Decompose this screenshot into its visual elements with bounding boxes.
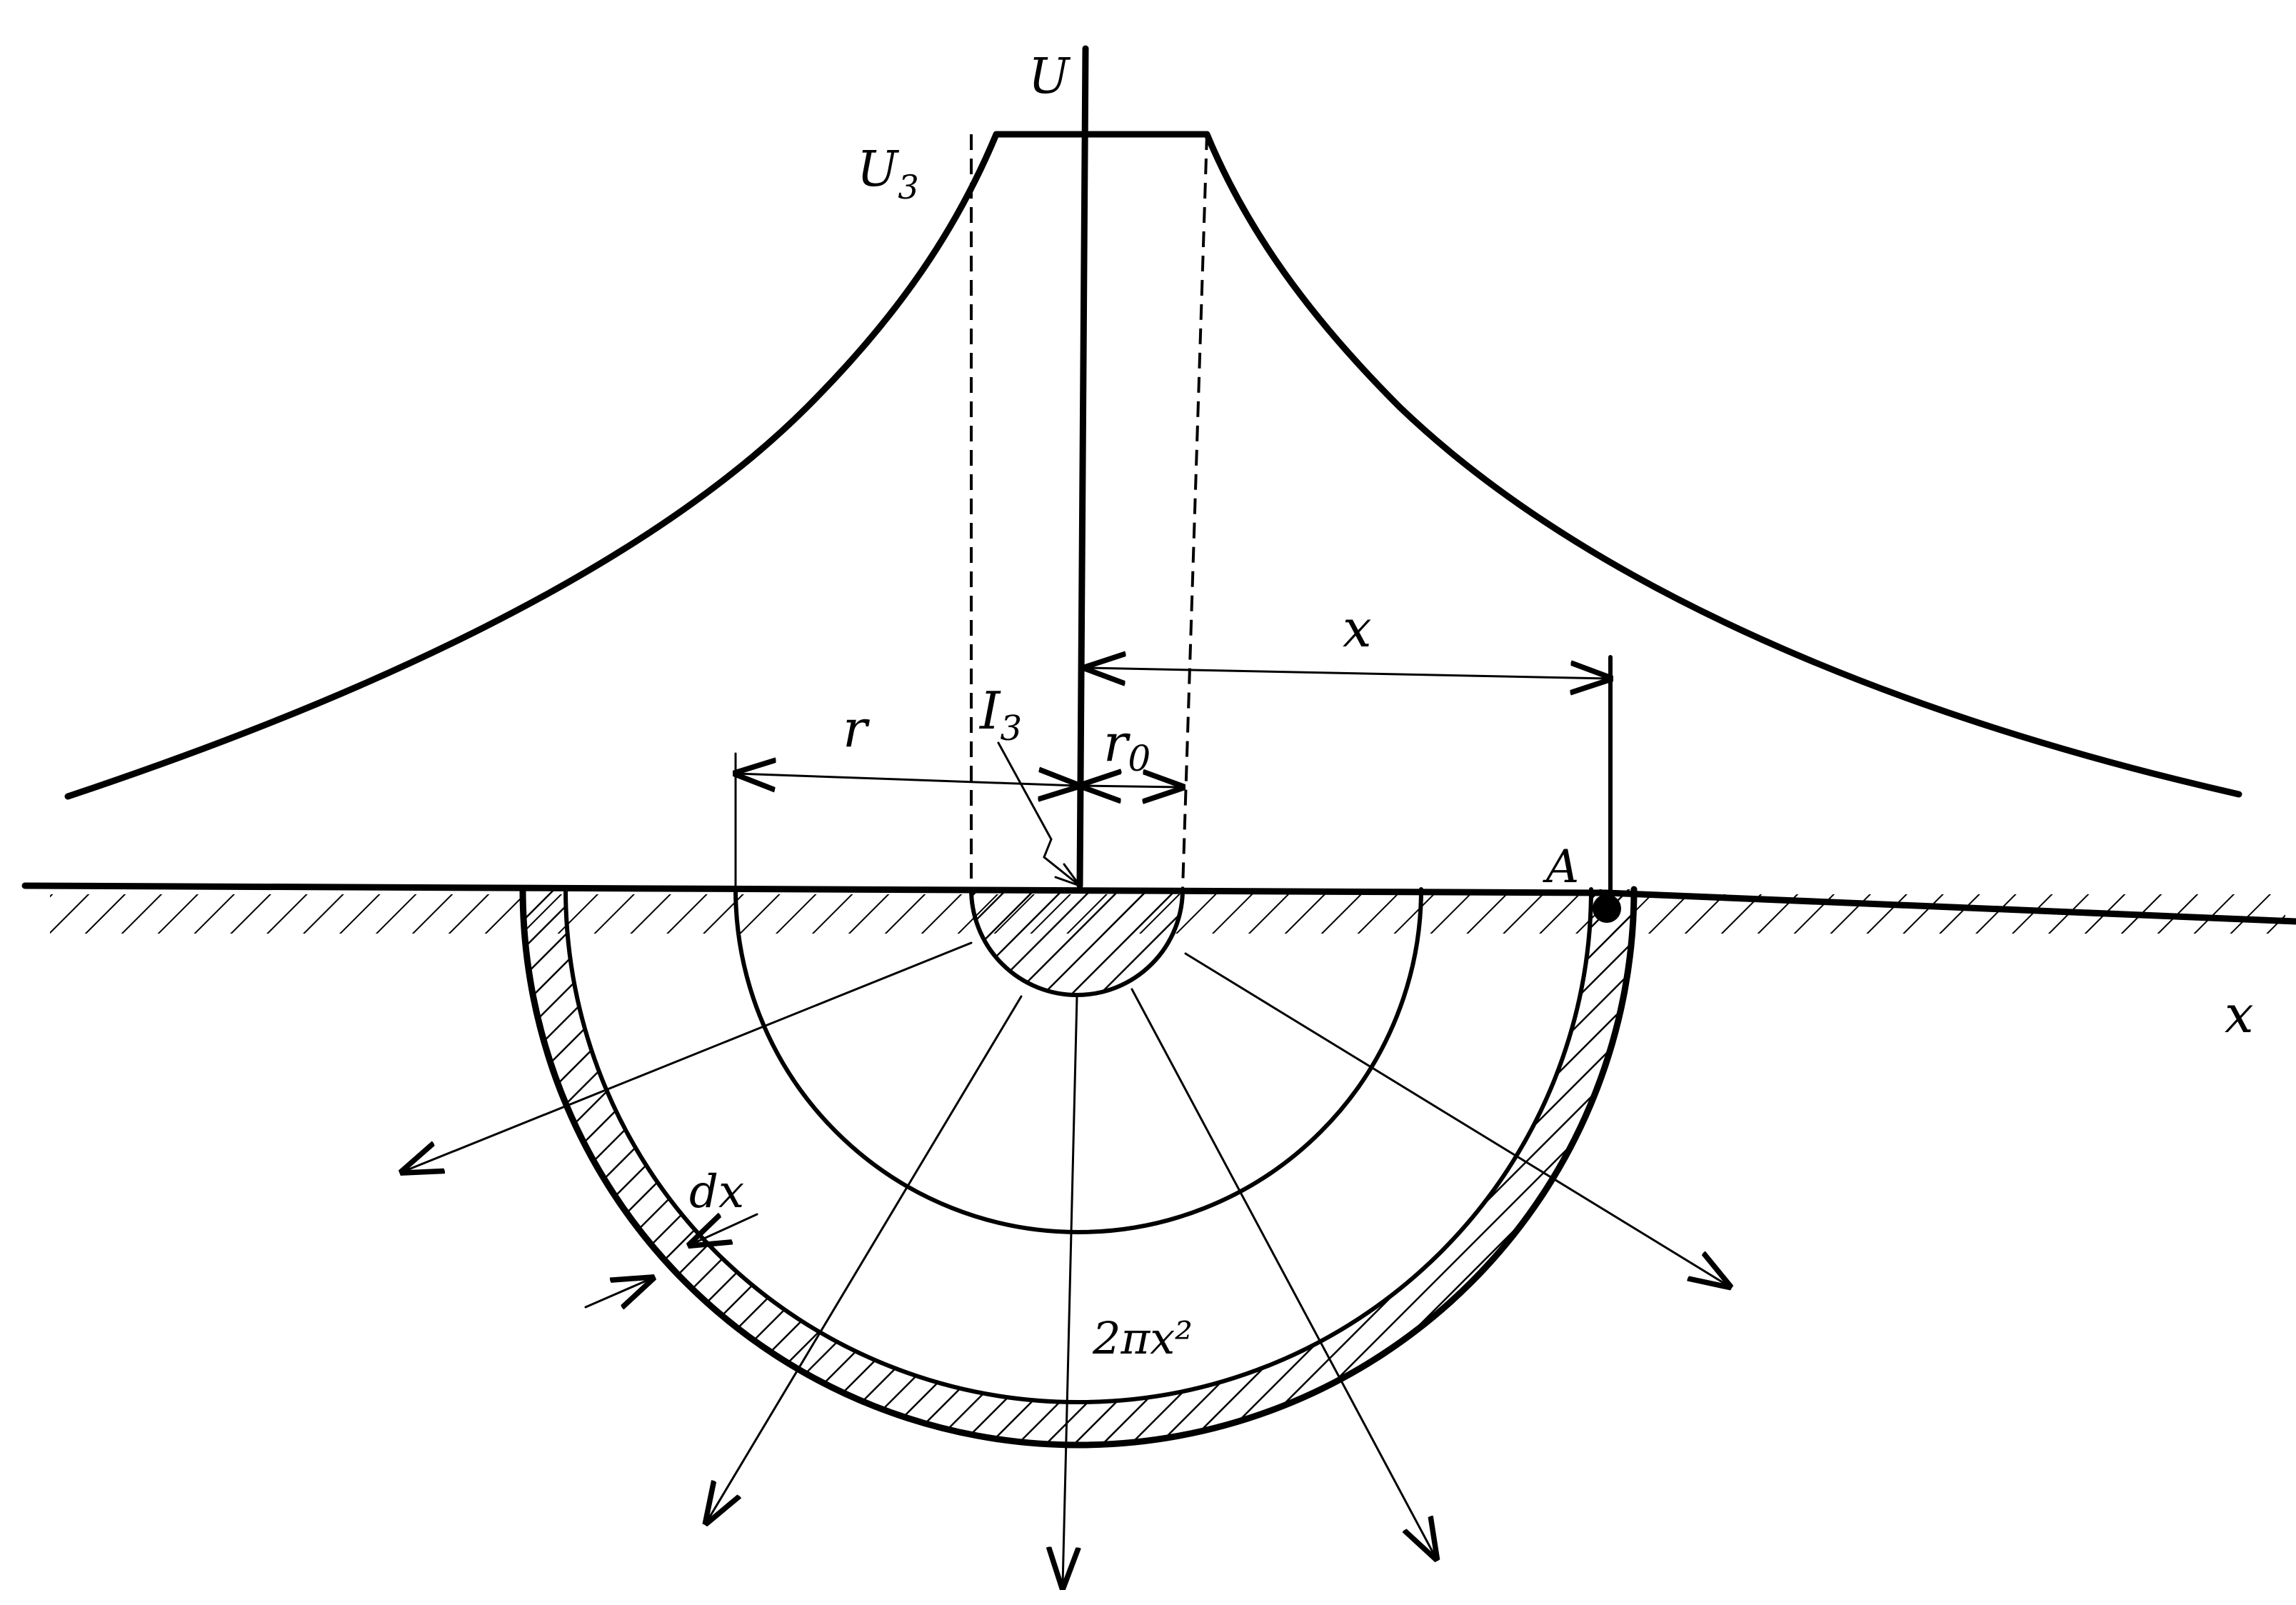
shell-thickness-label: dx — [689, 1166, 744, 1219]
dashed-right-r0 — [1181, 134, 1208, 890]
point-a-marker — [1593, 894, 1621, 923]
x-axis-label: x — [2225, 984, 2254, 1044]
current-lightning-arrow — [997, 741, 1081, 887]
dx-arrow-outer — [584, 1279, 651, 1307]
current-flow-lines — [403, 941, 1728, 1586]
radius-r-label: r — [843, 699, 870, 759]
point-a-label: A — [1543, 841, 1579, 894]
current-label: I3 — [978, 681, 1022, 749]
u-axis — [1076, 45, 1089, 889]
hemisphere-r — [733, 887, 1423, 1234]
ground-surface-line — [21, 882, 2296, 925]
shell-area-label: 2πx² — [1092, 1312, 1193, 1364]
u-max-label: U3 — [857, 141, 919, 206]
dim-x-arrow — [1087, 668, 1609, 679]
electrode-hemisphere — [969, 887, 1185, 997]
u-axis-label: U — [1028, 49, 1071, 105]
distance-x-label: x — [1343, 599, 1372, 659]
outer-shell — [519, 886, 1638, 1449]
radius-r0-label: r0 — [1103, 713, 1150, 779]
dx-arrow-inner — [691, 1214, 758, 1244]
dim-r0-arrow — [1083, 786, 1181, 787]
